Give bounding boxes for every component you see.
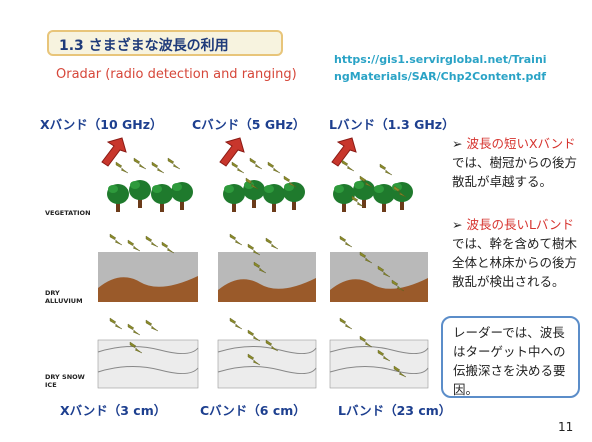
- note-bullet: ➢: [452, 217, 467, 232]
- band-l-frequency: Lバンド（1.3 GHz）: [329, 117, 455, 132]
- band-x-frequency: Xバンド（10 GHz）: [40, 117, 163, 132]
- incident-arrow-x: [101, 137, 127, 167]
- source-url[interactable]: https://gis1.servirglobal.net/TrainingMa…: [334, 53, 547, 83]
- note-long-wavelength: ➢ 波長の長いLバンドでは、幹を含めて樹木全体と林床からの後方散乱が検出される。: [452, 215, 582, 291]
- row-label-dry-alluvium: DRY ALLUVIUM: [45, 289, 83, 305]
- radar-label: Oradar (radio detection and ranging): [56, 67, 297, 82]
- slide-title-box: 1.3 さまざまな波長の利用: [47, 30, 283, 56]
- band-x-wavelength: Xバンド（3 cm）: [60, 403, 167, 418]
- row-label-dry-snow-ice: DRY SNOW ICE: [45, 373, 85, 389]
- note-body: では、幹を含めて樹木全体と林床からの後方散乱が検出される。: [452, 236, 578, 289]
- callout-text: レーダーでは、波長はターゲット中への伝搬深さを決める要因。: [453, 325, 566, 397]
- alluvium-panel-l: [330, 235, 428, 302]
- row-label-vegetation: VEGETATION: [45, 209, 91, 217]
- page-number: 11: [558, 420, 574, 434]
- note-highlight: 波長の短いXバンド: [466, 136, 576, 151]
- alluvium-panel-x: [98, 233, 198, 302]
- band-c-wavelength: Cバンド（6 cm）: [200, 403, 306, 418]
- snow-panel-x: [97, 317, 199, 389]
- vegetation-panel-c: [223, 157, 305, 212]
- slide-title: 1.3 さまざまな波長の利用: [59, 38, 229, 54]
- snow-panel-l: [329, 317, 429, 389]
- note-bullet: ➢: [452, 136, 467, 151]
- vegetation-panel-l: [333, 159, 413, 212]
- snow-panel-c: [217, 317, 317, 389]
- note-body: では、樹冠からの後方散乱が卓越する。: [452, 155, 578, 189]
- alluvium-panel-c: [218, 233, 316, 302]
- note-short-wavelength: ➢ 波長の短いXバンドでは、樹冠からの後方散乱が卓越する。: [452, 134, 582, 191]
- band-l-wavelength: Lバンド（23 cm）: [338, 403, 452, 418]
- note-highlight: 波長の長いLバンド: [466, 217, 575, 232]
- vegetation-panel-x: [100, 157, 195, 218]
- band-c-frequency: Cバンド（5 GHz）: [192, 117, 306, 132]
- callout-box: レーダーでは、波長はターゲット中への伝搬深さを決める要因。: [441, 316, 580, 398]
